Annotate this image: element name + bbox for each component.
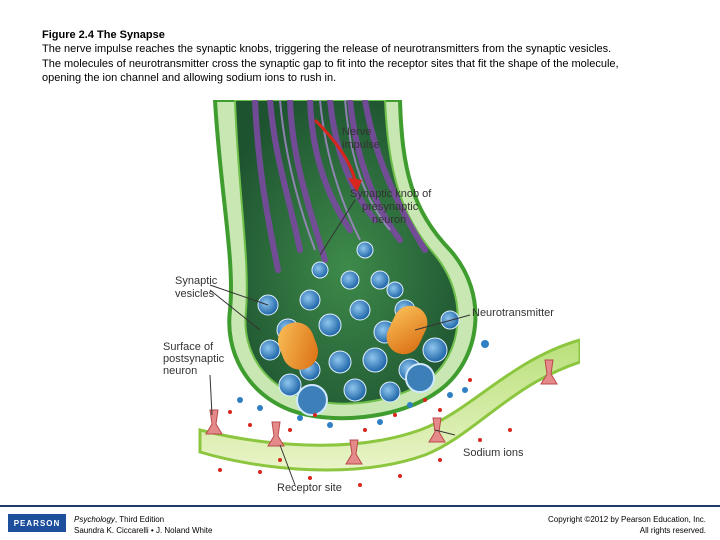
label-nerve-impulse-1: Nerve [342, 126, 371, 138]
copyright-line: Copyright ©2012 by Pearson Education, In… [548, 515, 706, 524]
label-receptor: Receptor site [277, 482, 342, 494]
label-vesicles-1: Synaptic [175, 275, 218, 287]
book-citation: Psychology, Third Edition Saundra K. Cic… [74, 514, 212, 536]
book-title: Psychology [74, 515, 115, 524]
mitochondrion [277, 322, 319, 370]
book-edition: , Third Edition [114, 515, 165, 524]
label-sodium: Sodium ions [463, 447, 524, 459]
footer-divider [0, 505, 720, 507]
synaptic-vesicles [257, 241, 460, 403]
publisher-logo: PEARSON [8, 514, 66, 532]
copyright-notice: Copyright ©2012 by Pearson Education, In… [548, 514, 706, 536]
nerve-impulse-arrowhead [348, 178, 362, 192]
description-line-1: The nerve impulse reaches the synaptic k… [42, 43, 612, 55]
label-nerve-impulse-2: impulse [342, 139, 380, 151]
label-surface-3: neuron [163, 365, 197, 377]
receptor-sites [205, 359, 558, 465]
label-neurotransmitter: Neurotransmitter [472, 307, 554, 319]
axon-fibers [252, 100, 428, 273]
label-knob-1: Synaptic knob of [350, 188, 432, 200]
synapse-illustration: Nerve impulse Synaptic knob of presynapt… [163, 100, 580, 494]
mitochondrion [386, 305, 428, 355]
postsynaptic-membrane [198, 338, 580, 472]
label-vesicles-2: vesicles [175, 288, 215, 300]
book-authors: Saundra K. Ciccarelli • J. Noland White [74, 526, 213, 535]
label-surface-2: postsynaptic [163, 353, 225, 365]
description-line-3: opening the ion channel and allowing sod… [42, 72, 337, 84]
rights-line: All rights reserved. [639, 526, 706, 535]
figure-title: Figure 2.4 The Synapse [42, 29, 165, 41]
neurotransmitter-molecules [237, 340, 489, 428]
label-knob-3: neuron [372, 214, 406, 226]
fusing-vesicle [405, 363, 435, 393]
leader-lines [209, 199, 471, 486]
nerve-impulse-arrow [313, 118, 357, 181]
description-line-2: The molecules of neurotransmitter cross … [42, 57, 619, 70]
axon-fibers-light [279, 100, 391, 251]
fusing-vesicle [296, 384, 328, 416]
label-knob-2: presynaptic [362, 201, 419, 213]
label-surface-1: Surface of [163, 341, 214, 353]
figure-description: The nerve impulse reaches the synaptic k… [42, 42, 692, 86]
sodium-ions [218, 378, 512, 487]
